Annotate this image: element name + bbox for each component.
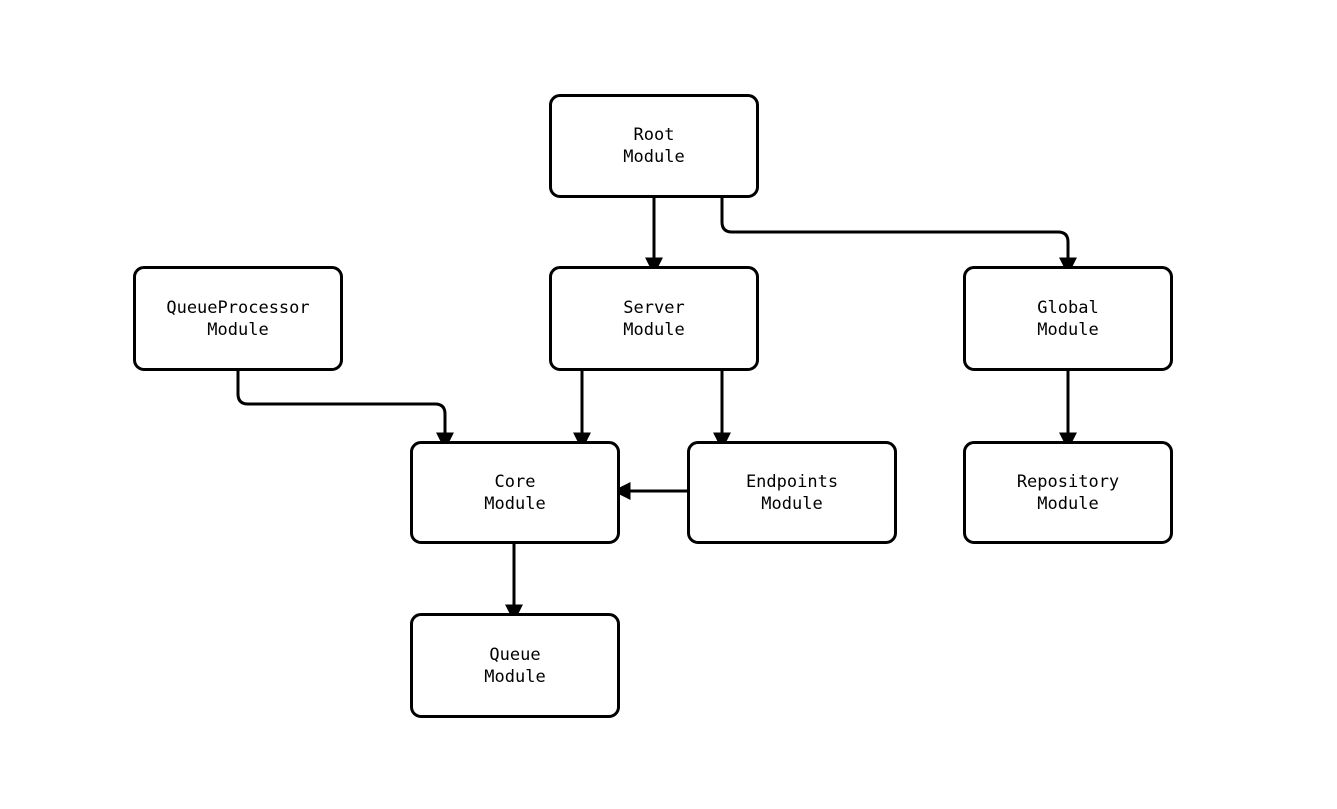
node-label-queue: Queue Module xyxy=(484,644,546,687)
node-label-repository: Repository Module xyxy=(1016,471,1120,514)
node-label-server: Server Module xyxy=(623,297,685,340)
node-label-root: Root Module xyxy=(623,125,685,167)
node-repository[interactable]: Repository Module xyxy=(963,441,1173,544)
node-queue[interactable]: Queue Module xyxy=(410,613,620,718)
edge-root-to-global xyxy=(720,198,1077,276)
node-root[interactable]: Root Module xyxy=(549,94,759,198)
node-label-endpoints: Endpoints Module xyxy=(745,471,839,514)
node-server[interactable]: Server Module xyxy=(549,266,759,371)
node-label-queueprocessor: QueueProcessor Module xyxy=(166,297,310,340)
node-endpoints[interactable]: Endpoints Module xyxy=(687,441,897,544)
node-label-global: Global Module xyxy=(1037,297,1099,340)
edge-queueprocessor-to-core xyxy=(236,371,454,451)
node-label-core: Core Module xyxy=(484,471,546,514)
node-core[interactable]: Core Module xyxy=(410,441,620,544)
node-queueprocessor[interactable]: QueueProcessor Module xyxy=(133,266,343,371)
node-global[interactable]: Global Module xyxy=(963,266,1173,371)
